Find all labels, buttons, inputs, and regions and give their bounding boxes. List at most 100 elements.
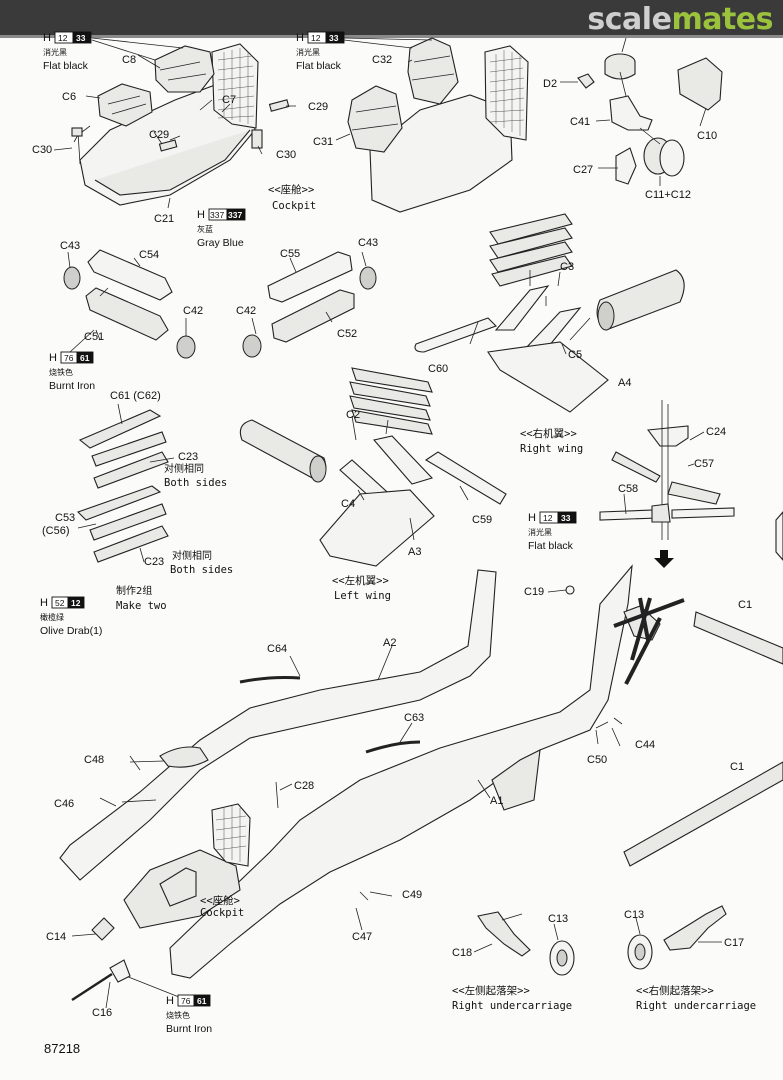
svg-text:61: 61 [197, 996, 207, 1006]
part-label-C61-C62: C61 (C62) [110, 390, 161, 402]
part-label-C13: C13 [624, 909, 644, 921]
tail-rotor-assembly [599, 400, 735, 540]
svg-text:Burnt Iron: Burnt Iron [49, 380, 95, 392]
svg-text:61: 61 [80, 353, 90, 363]
part-label-C52: C52 [337, 328, 357, 340]
part-label-C43: C43 [60, 240, 80, 252]
svg-text:灰蓝: 灰蓝 [197, 224, 213, 234]
part-label-C14: C14 [46, 931, 66, 943]
scalemates-watermark-logo: scalemates [587, 2, 773, 37]
svg-text:33: 33 [76, 33, 86, 43]
paint-callout-olive-drab: H 52 12 橄榄绿 Olive Drab(1) [40, 596, 102, 637]
fuselage-main-assembly [59, 564, 685, 1009]
part-label-C30: C30 [32, 144, 52, 156]
caption-left-undercarriage-cn: <<左侧起落架>> [452, 984, 530, 997]
part-label-C50: C50 [587, 754, 607, 766]
part-label-C42: C42 [236, 305, 256, 317]
svg-text:Olive Drab(1): Olive Drab(1) [40, 625, 102, 637]
svg-text:52: 52 [55, 598, 65, 608]
part-label-C8: C8 [122, 54, 136, 66]
caption-cockpit-cn: <<座舱> [200, 894, 240, 907]
part-label-C10: C10 [697, 130, 717, 142]
part-label-C23: C23 [178, 451, 198, 463]
paint-callout-flat-black: H 12 33 消光黑 Flat black [528, 511, 577, 552]
part-label-C53: C53 [55, 512, 75, 524]
part-label-C21: C21 [154, 213, 174, 225]
part-label-C23: C23 [144, 556, 164, 568]
part-label-C29: C29 [149, 129, 169, 141]
hellfire-rails-assembly [76, 403, 175, 563]
caption-left-undercarriage-en: Right undercarriage [452, 1000, 572, 1012]
part-label-C56: (C56) [42, 525, 70, 537]
right-wing-assembly [414, 213, 685, 413]
part-label-C51: C51 [84, 331, 104, 343]
svg-text:H: H [49, 352, 57, 364]
page-edge-fragment [775, 511, 783, 561]
svg-text:H: H [296, 32, 304, 44]
svg-text:337: 337 [228, 210, 242, 220]
svg-text:Flat black: Flat black [296, 60, 342, 72]
left-wing-assembly [239, 367, 507, 567]
part-label-C47: C47 [352, 931, 372, 943]
part-label-C1: C1 [738, 599, 752, 611]
svg-text:橄榄绿: 橄榄绿 [40, 612, 64, 622]
svg-text:33: 33 [329, 33, 339, 43]
hellfire-rack-left [349, 367, 433, 435]
part-label-C6: C6 [62, 91, 76, 103]
note-both-sides-en: Both sides [170, 564, 233, 576]
svg-text:H: H [166, 995, 174, 1007]
svg-text:12: 12 [58, 33, 68, 43]
part-label-C31: C31 [313, 136, 333, 148]
part-label-C13: C13 [548, 913, 568, 925]
sensor-turret-parts [560, 37, 723, 186]
paint-callout-flat-black: H 12 33 消光黑 Flat black [43, 31, 92, 72]
part-label-C63: C63 [404, 712, 424, 724]
caption-right-wing-cn: <<右机翼>> [520, 427, 577, 440]
part-label-C16: C16 [92, 1007, 112, 1019]
svg-text:33: 33 [561, 513, 571, 523]
caption-right-wing-en: Right wing [520, 443, 583, 455]
down-arrow-icon [654, 550, 674, 568]
caption-left-wing-en: Left wing [334, 590, 391, 602]
part-label-C19: C19 [524, 586, 544, 598]
svg-text:Gray Blue: Gray Blue [197, 237, 244, 249]
engine-nacelle-right-parts [242, 251, 377, 358]
svg-text:消光黑: 消光黑 [528, 527, 552, 537]
svg-text:烧铁色: 烧铁色 [166, 1010, 190, 1020]
part-label-C41: C41 [570, 116, 590, 128]
cockpit-tub-assembly-2 [335, 37, 529, 213]
caption-cockpit-en: Cockpit [272, 200, 316, 212]
svg-text:烧铁色: 烧铁色 [49, 367, 73, 377]
part-label-A1: A1 [490, 795, 503, 807]
scan-top-band [0, 0, 783, 38]
part-label-C60: C60 [428, 363, 448, 375]
paint-callout-burnt-iron: H 76 61 烧铁色 Burnt Iron [166, 994, 212, 1035]
part-label-C3: C3 [560, 261, 574, 273]
part-label-C1: C1 [730, 761, 744, 773]
part-label-C29: C29 [308, 101, 328, 113]
part-label-D2: D2 [543, 78, 557, 90]
svg-text:消光黑: 消光黑 [43, 47, 67, 57]
part-label-C46: C46 [54, 798, 74, 810]
cockpit-tub-assembly-1 [53, 37, 296, 209]
svg-text:12: 12 [71, 598, 81, 608]
engine-nacelle-left-parts [63, 249, 196, 359]
part-label-C54: C54 [139, 249, 159, 261]
svg-text:Flat black: Flat black [528, 540, 574, 552]
paint-callout-burnt-iron: H 76 61 烧铁色 Burnt Iron [49, 351, 95, 392]
svg-text:消光黑: 消光黑 [296, 47, 320, 57]
part-label-A3: A3 [408, 546, 421, 558]
note-both-sides-en: Both sides [164, 477, 227, 489]
part-label-C5: C5 [568, 349, 582, 361]
note-make-two-cn: 制作2组 [116, 584, 152, 597]
part-label-C42: C42 [183, 305, 203, 317]
note-make-two-en: Make two [116, 600, 167, 612]
part-label-C57: C57 [694, 458, 714, 470]
part-label-C18: C18 [452, 947, 472, 959]
svg-text:Flat black: Flat black [43, 60, 89, 72]
note-both-sides-cn: 对侧相同 [172, 549, 212, 562]
part-label-C49: C49 [402, 889, 422, 901]
undercarriage-left-parts [473, 911, 575, 976]
